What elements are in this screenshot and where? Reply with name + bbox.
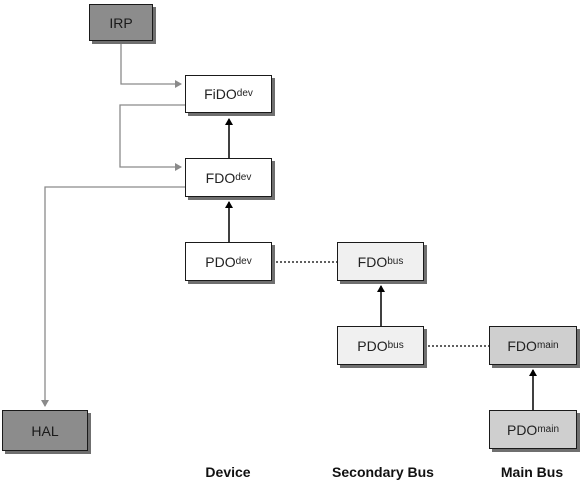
arrow-fido-to-fdo-dev <box>119 104 185 171</box>
pdo-main-label: PDO <box>506 421 538 438</box>
arrow-irp-to-fido <box>120 41 182 88</box>
arrow-fdo-dev-to-hal <box>41 186 185 407</box>
column-label-device: Device <box>205 464 251 480</box>
irp-box: IRP <box>89 4 153 41</box>
pdo-bus-label: PDO <box>357 337 388 354</box>
pdo-dev-label: PDO <box>205 253 236 270</box>
hal-label: HAL <box>31 422 59 439</box>
column-label-main-bus: Main Bus <box>500 464 564 480</box>
fdo-main-label: FDO <box>507 337 537 354</box>
column-label-secondary-bus: Secondary Bus <box>332 464 434 480</box>
hal-box: HAL <box>2 410 88 451</box>
fdo-bus-label: FDO <box>357 253 388 270</box>
irp-label: IRP <box>109 14 133 31</box>
fdo-dev-label: FDO <box>205 169 236 186</box>
fido-dev-label: FiDO <box>204 86 237 102</box>
